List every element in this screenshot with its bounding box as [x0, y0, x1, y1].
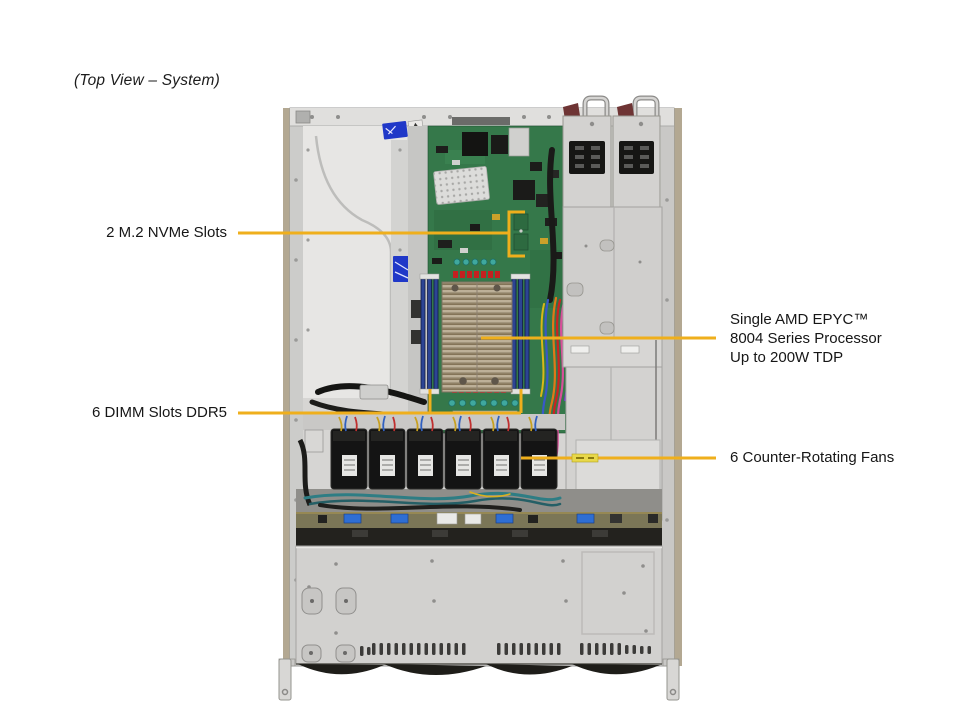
figure-caption: (Top View – System) [74, 72, 220, 89]
fan-4 [444, 415, 482, 490]
m2-nvme-slots [513, 213, 529, 251]
air-shroud [303, 119, 424, 398]
processor-label-line-1: Single AMD EPYC™ [730, 311, 869, 328]
power-supply-1 [562, 95, 612, 208]
fan-5 [482, 415, 520, 490]
fan-cables [303, 491, 562, 512]
backplane [296, 512, 662, 546]
drive-bay-cover [295, 545, 663, 665]
processor-label-line-2: 8004 Series Processor [730, 330, 882, 347]
motherboard [408, 125, 570, 434]
callout-line-fans [521, 453, 716, 463]
callout-line-m2 [238, 210, 525, 258]
callout-line-dimm [238, 389, 523, 415]
cpu-heatsink [441, 281, 513, 393]
vent-slots [372, 643, 651, 655]
fan-1 [330, 415, 368, 490]
callouts [238, 210, 716, 463]
processor-label-line-3: Up to 200W TDP [730, 349, 844, 366]
fan-spec-sticker [571, 453, 599, 463]
fan-2 [368, 415, 406, 490]
callout-label-m2-nvme: 2 M.2 NVMe Slots [106, 224, 227, 241]
mounting-ear-left [278, 658, 296, 701]
cover-cutouts [301, 587, 371, 663]
front-edge [296, 663, 662, 676]
callout-label-dimm: 6 DIMM Slots DDR5 [91, 404, 227, 421]
label-sticker [393, 256, 411, 282]
dimm-bank-right [510, 273, 531, 395]
psu-shroud [562, 206, 663, 521]
fan-3 [406, 415, 444, 490]
chipset-heatsink [433, 166, 490, 205]
lan-ports [462, 127, 530, 157]
asic-chip [513, 180, 535, 200]
dimm-bank-left [419, 273, 440, 395]
callout-label-fans: 6 Counter-Rotating Fans [730, 449, 895, 466]
callout-label-processor: Single AMD EPYC™ 8004 Series Processor U… [730, 310, 882, 367]
power-supply-2 [612, 95, 661, 208]
mounting-ear-right [662, 658, 680, 701]
